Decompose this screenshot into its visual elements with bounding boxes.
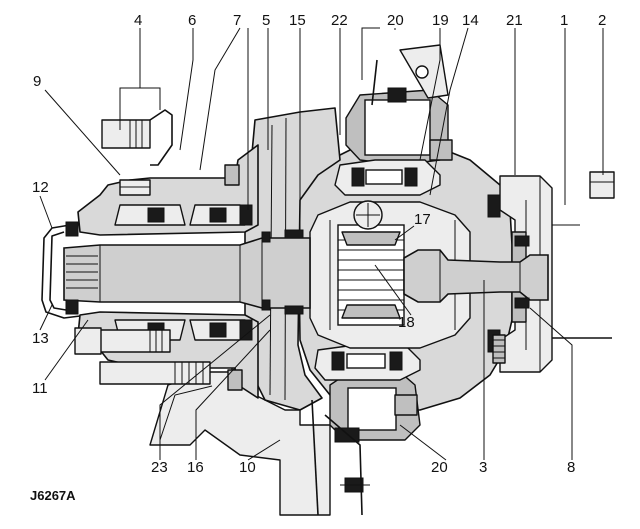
upper-cap-bolt: [387, 87, 407, 103]
leader-lines: [39, 27, 604, 461]
upper-bearing-cap: [364, 99, 431, 156]
side-gear-lower: [341, 304, 401, 319]
callout-9: 9: [33, 73, 41, 90]
housing-bolt: [429, 139, 453, 161]
figure-code: J6267A: [30, 488, 76, 503]
lower-mounting-bolt: [99, 329, 171, 353]
callout-11: 11: [32, 380, 48, 397]
callout-3: 3: [479, 459, 487, 476]
callout-6: 6: [188, 12, 196, 29]
callout-18: 18: [398, 314, 415, 331]
callout-10: 10: [239, 459, 256, 476]
callout-15: 15: [289, 12, 306, 29]
callout-13: 13: [32, 330, 49, 347]
input-pinion-shaft: [63, 237, 311, 309]
lower-stud: [99, 361, 211, 385]
oil-seal-upper: [514, 235, 530, 247]
callout-16: 16: [187, 459, 204, 476]
front-seal-lower: [65, 299, 79, 315]
housing-bolt: [487, 194, 501, 218]
callout-12: 12: [32, 179, 49, 196]
callout-22: 22: [331, 12, 348, 29]
breather-plug: [589, 171, 615, 199]
housing-bolt: [394, 394, 418, 416]
callout-2: 2: [598, 12, 606, 29]
callout-8: 8: [567, 459, 575, 476]
top-mounting-bolt: [101, 119, 151, 149]
callout-4: 4: [134, 12, 142, 29]
drawing: [41, 44, 615, 516]
callout-7: 7: [233, 12, 241, 29]
callout-5: 5: [262, 12, 270, 29]
front-seal-upper: [65, 221, 79, 237]
callout-23: 23: [151, 459, 168, 476]
callout-17: 17: [414, 211, 431, 228]
callout-14: 14: [462, 12, 479, 29]
callout-labels: 4 6 7 5 15 22 20 19 14 21 1 2 9 12 17 13…: [30, 12, 606, 503]
tab-hole: [415, 65, 429, 79]
bearing-race-upper: [239, 204, 253, 226]
callout-1: 1: [560, 12, 568, 29]
callout-20-top: 20: [387, 12, 404, 29]
callout-19: 19: [432, 12, 449, 29]
side-gear-upper: [341, 231, 401, 246]
lower-cap-bolt: [334, 427, 360, 443]
oil-seal-lower: [514, 297, 530, 309]
bearing-race-lower: [239, 319, 253, 341]
callout-20-bottom: 20: [431, 459, 448, 476]
callout-21: 21: [506, 12, 523, 29]
